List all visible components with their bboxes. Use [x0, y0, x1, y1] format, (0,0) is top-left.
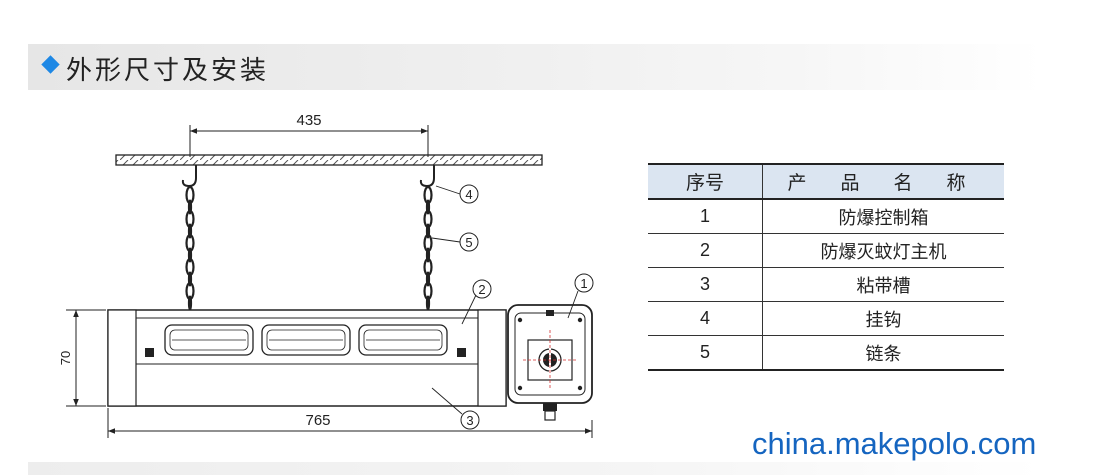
table-row: 1 防爆控制箱: [648, 199, 1004, 234]
ceiling-plate: [115, 154, 543, 166]
row-name: 防爆控制箱: [762, 199, 1004, 234]
parts-table-header: 序号 产 品 名 称: [648, 163, 1004, 200]
dimension-label-765: 765: [305, 412, 330, 429]
callout-3: 3: [460, 410, 480, 430]
row-serial: 3: [648, 267, 763, 302]
callout-4: 4: [459, 184, 479, 204]
dimension-label-435: 435: [296, 112, 321, 129]
dimension-label-70: 70: [58, 351, 73, 365]
header-serial: 序号: [648, 163, 763, 200]
hook-left: [181, 165, 197, 188]
row-serial: 4: [648, 301, 763, 336]
leader-lines: [431, 185, 579, 415]
dimension-chain-spacing: 435: [189, 112, 429, 157]
svg-text:2: 2: [478, 282, 485, 297]
callout-5: 5: [459, 232, 479, 252]
watermark-text: china.makepolo.com: [752, 426, 1037, 461]
dimension-height: 70: [58, 309, 106, 407]
row-name: 挂钩: [762, 301, 1004, 336]
svg-text:1: 1: [580, 276, 587, 291]
footer-band: [28, 462, 1043, 475]
svg-text:4: 4: [465, 187, 472, 202]
row-name: 防爆灭蚊灯主机: [762, 233, 1004, 268]
chain-left: [185, 185, 195, 311]
lamp-body: [107, 309, 507, 407]
row-name: 链条: [762, 335, 1004, 371]
chain-right: [423, 185, 433, 311]
table-row: 2 防爆灭蚊灯主机: [648, 233, 1004, 268]
table-row: 3 粘带槽: [648, 267, 1004, 302]
svg-text:3: 3: [466, 413, 473, 428]
control-box: [507, 304, 593, 421]
row-serial: 5: [648, 335, 763, 371]
callout-2: 2: [472, 279, 492, 299]
parts-table: 序号 产 品 名 称 1 防爆控制箱 2 防爆灭蚊灯主机 3 粘带槽 4 挂钩 …: [648, 163, 1004, 371]
table-row: 5 链条: [648, 335, 1004, 371]
section-title: 外形尺寸及安装: [66, 56, 270, 86]
row-name: 粘带槽: [762, 267, 1004, 302]
dimension-total-length: 765: [107, 408, 593, 438]
row-serial: 1: [648, 199, 763, 234]
section-header-band: [28, 44, 1043, 90]
svg-text:5: 5: [465, 235, 472, 250]
header-product-name: 产 品 名 称: [762, 163, 1004, 200]
table-row: 4 挂钩: [648, 301, 1004, 336]
row-serial: 2: [648, 233, 763, 268]
hook-right: [419, 165, 435, 188]
callout-1: 1: [574, 273, 594, 293]
